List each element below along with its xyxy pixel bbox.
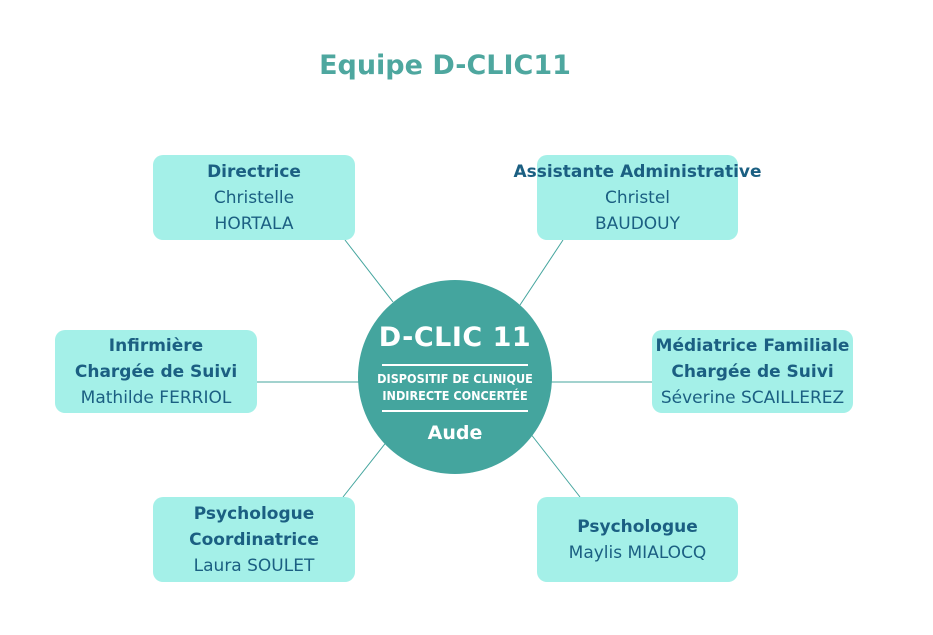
member-role: Infirmière: [108, 335, 204, 356]
connector-assistante: [519, 239, 564, 306]
page-title: Equipe D-CLIC11: [319, 50, 571, 81]
member-role: Médiatrice Familiale: [655, 335, 850, 356]
member-name: Séverine SCAILLEREZ: [660, 387, 845, 408]
member-role-2: Coordinatrice: [189, 529, 319, 550]
member-card-assistante: Assistante Administrative Christel BAUDO…: [513, 155, 762, 240]
member-role-2: Chargée de Suivi: [74, 361, 238, 382]
logo-divider: [382, 410, 528, 412]
member-role: Directrice: [207, 161, 301, 182]
member-role: Assistante Administrative: [513, 161, 762, 182]
member-name: Christel: [604, 187, 671, 208]
member-name: Laura SOULET: [193, 555, 315, 576]
member-card-infirmiere: Infirmière Chargée de Suivi Mathilde FER…: [55, 330, 257, 413]
member-card-psychologue-coordinatrice: Psychologue Coordinatrice Laura SOULET: [153, 497, 355, 582]
connector-psychologue: [529, 432, 581, 498]
connector-psychologue-coordinatrice: [342, 439, 389, 498]
connector-directrice: [344, 239, 394, 303]
logo-subtitle-line1: DISPOSITIF DE CLINIQUE: [377, 371, 533, 386]
logo-subtitle-line2: INDIRECTE CONCERTÉE: [382, 388, 528, 403]
member-role-2: Chargée de Suivi: [671, 361, 834, 382]
member-surname: HORTALA: [214, 213, 294, 234]
member-card-mediatrice: Médiatrice Familiale Chargée de Suivi Sé…: [652, 330, 853, 413]
logo-subtitle: DISPOSITIF DE CLINIQUE INDIRECTE CONCERT…: [358, 370, 552, 404]
member-card-psychologue: Psychologue Maylis MIALOCQ: [537, 497, 738, 582]
logo-divider: [382, 364, 528, 366]
member-name: Mathilde FERRIOL: [80, 387, 232, 408]
logo-region: Aude: [427, 422, 483, 444]
member-name: Christelle: [213, 187, 295, 208]
member-surname: BAUDOUY: [594, 213, 681, 234]
member-role: Psychologue: [193, 503, 315, 524]
member-card-directrice: Directrice Christelle HORTALA: [153, 155, 355, 240]
logo-name: D-CLIC 11: [378, 322, 532, 353]
center-logo: D-CLIC 11 DISPOSITIF DE CLINIQUE INDIREC…: [358, 280, 552, 474]
member-role: Psychologue: [577, 516, 698, 537]
member-name: Maylis MIALOCQ: [568, 542, 707, 563]
